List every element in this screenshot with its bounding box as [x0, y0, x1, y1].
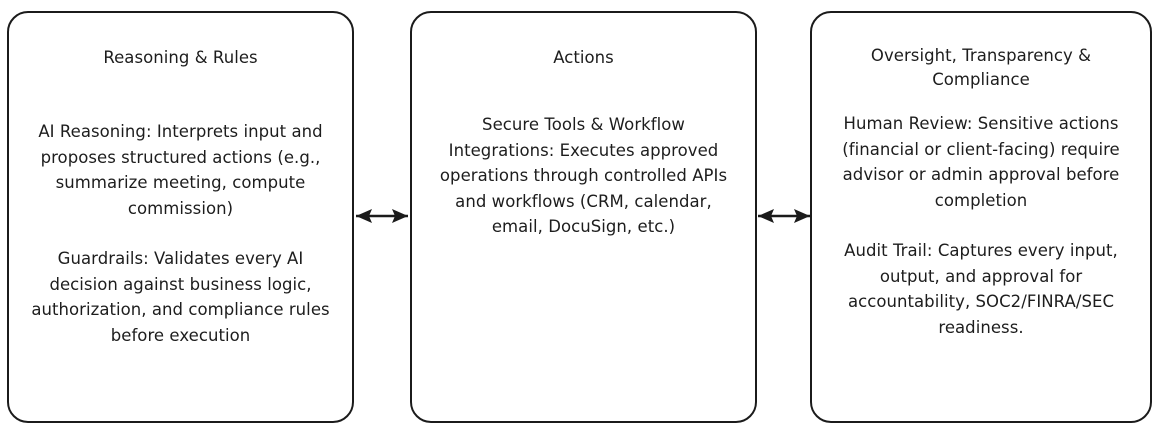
node-reasoning-rules[interactable]: Reasoning & Rules AI Reasoning: Interpre… — [7, 11, 354, 423]
connector-actions-to-oversight — [753, 190, 815, 242]
node-actions[interactable]: Actions Secure Tools & Workflow Integrat… — [410, 11, 757, 423]
node-paragraph-secure-tools-integrations: Secure Tools & Workflow Integrations: Ex… — [439, 115, 728, 236]
node-title-reasoning-rules: Reasoning & Rules — [103, 48, 258, 67]
node-oversight-transparency-compliance[interactable]: Oversight, Transparency & Compliance Hum… — [810, 11, 1152, 423]
double-arrow-icon — [356, 209, 408, 223]
node-body-reasoning-rules: AI Reasoning: Interprets input and propo… — [9, 119, 352, 348]
double-arrow-icon — [758, 209, 810, 223]
node-title-oversight-transparency-compliance: Oversight, Transparency & Compliance — [870, 46, 1092, 89]
node-paragraph-ai-reasoning: AI Reasoning: Interprets input and propo… — [38, 122, 323, 218]
node-title-actions: Actions — [553, 48, 614, 67]
node-body-oversight: Human Review: Sensitive actions (financi… — [812, 111, 1150, 340]
node-paragraph-human-review: Human Review: Sensitive actions (financi… — [842, 114, 1120, 210]
node-body-actions: Secure Tools & Workflow Integrations: Ex… — [412, 112, 755, 240]
node-paragraph-guardrails: Guardrails: Validates every AI decision … — [31, 249, 330, 345]
connector-reasoning-to-actions — [350, 190, 414, 242]
node-paragraph-audit-trail: Audit Trail: Captures every input, outpu… — [844, 241, 1118, 337]
